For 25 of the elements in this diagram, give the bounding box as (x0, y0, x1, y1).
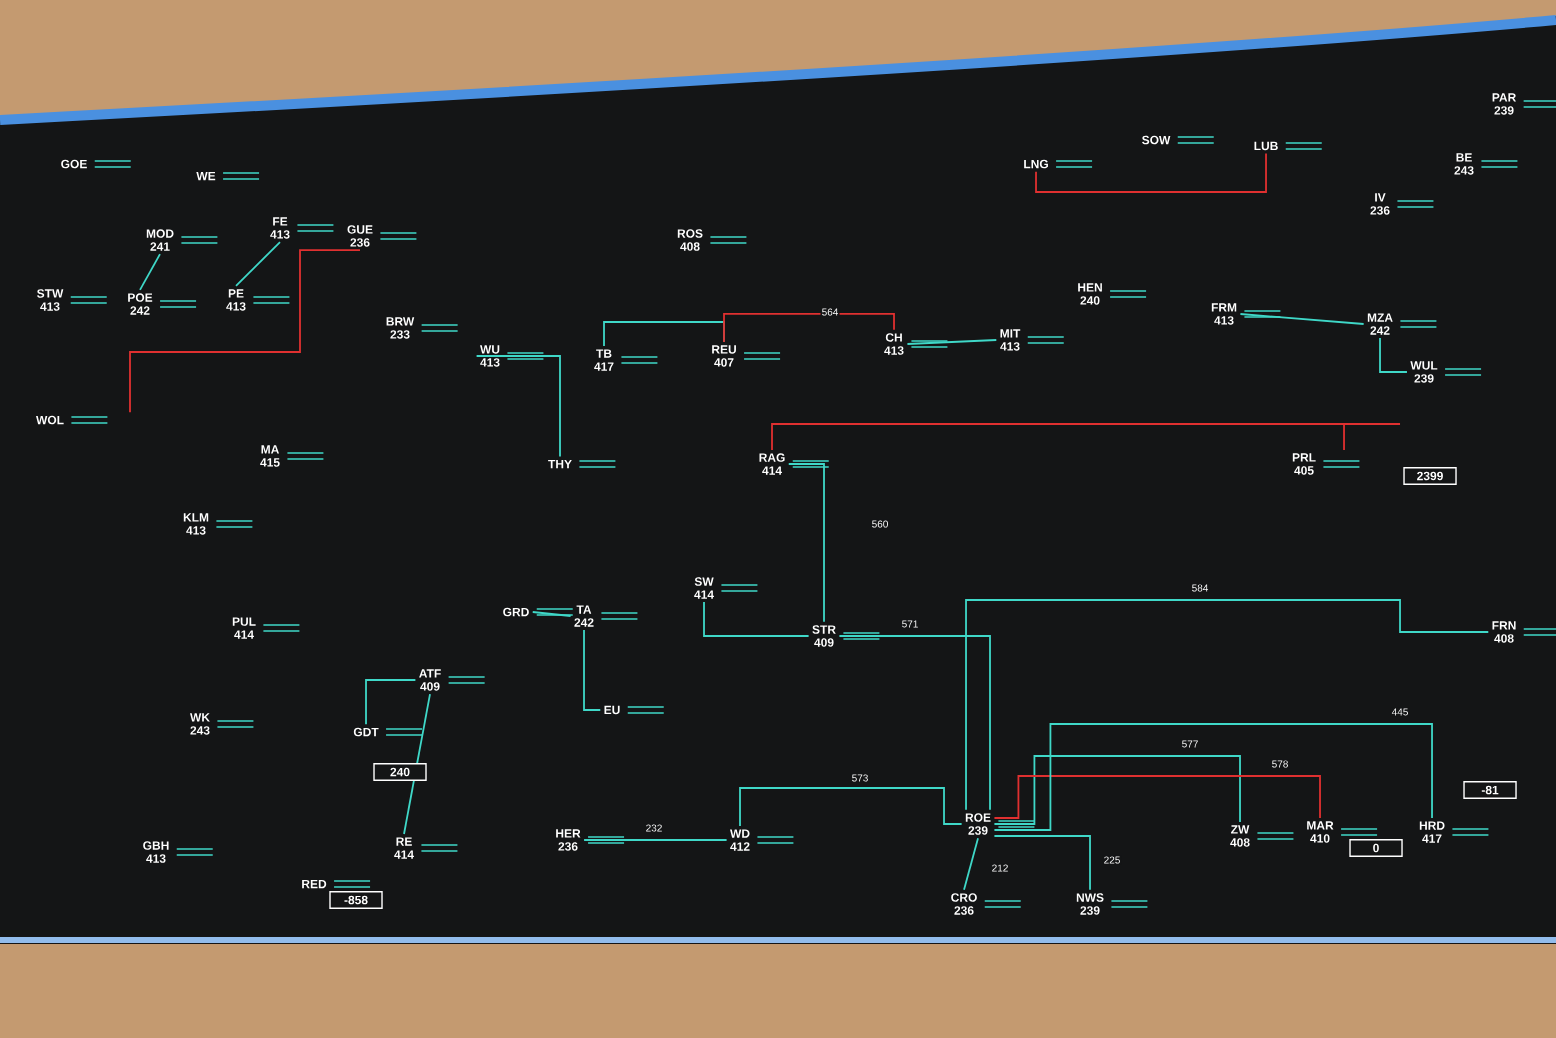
transmission-line (993, 835, 1091, 891)
transmission-line (993, 723, 1433, 831)
transmission-line (1035, 152, 1267, 193)
transmission-line (739, 787, 963, 827)
transmission-line (703, 601, 810, 637)
transmission-line (235, 241, 281, 287)
transmission-line (1239, 313, 1365, 325)
transmission-line (993, 775, 1321, 819)
transmission-line (365, 679, 417, 726)
transmission-line (129, 249, 361, 414)
transmission-line (583, 629, 602, 711)
transmission-line (993, 755, 1241, 825)
transmission-line (906, 339, 998, 345)
transmission-line (723, 313, 895, 343)
transmission-line (531, 611, 572, 617)
transmission-line (838, 635, 991, 811)
transmission-line (771, 423, 1401, 451)
transmission-line (965, 599, 1490, 811)
transmission-line (787, 463, 825, 623)
transmission-line (139, 253, 161, 291)
transmission-line (403, 693, 431, 835)
transmission-line (475, 355, 561, 458)
transmission-line (963, 837, 979, 891)
transmission-line (583, 839, 728, 841)
transmission-line (1379, 337, 1408, 373)
